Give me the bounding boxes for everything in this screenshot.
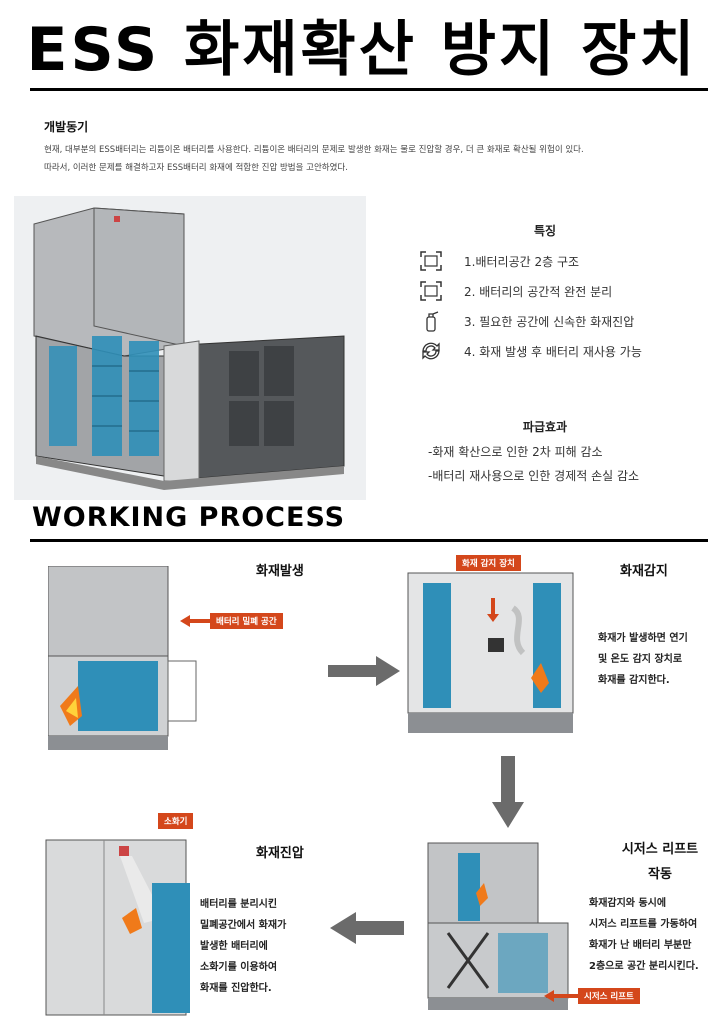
motivation-text: 현재, 대부분의 ESS배터리는 리튬이온 배터리를 사용한다. 리튬이온 배터… bbox=[44, 143, 714, 176]
feature-item-3: 3. 필요한 공간에 신속한 화재진압 bbox=[418, 306, 718, 336]
motivation-line-1: 현재, 대부분의 ESS배터리는 리튬이온 배터리를 사용한다. 리튬이온 배터… bbox=[44, 145, 584, 155]
stage4-title: 화재진압 bbox=[256, 846, 304, 861]
feature-label: 2. 배터리의 공간적 완전 분리 bbox=[464, 284, 613, 299]
stage1-image bbox=[47, 565, 198, 766]
feature-item-4: 4. 화재 발생 후 배터리 재사용 가능 bbox=[418, 336, 718, 366]
stage2-title: 화재감지 bbox=[620, 564, 668, 579]
recycle-icon bbox=[418, 340, 444, 362]
stage4-image bbox=[44, 838, 194, 1018]
stage2-image bbox=[403, 568, 578, 748]
frame-icon bbox=[418, 280, 444, 302]
effect-item-1: -화재 확산으로 인한 2차 피해 감소 bbox=[428, 445, 603, 459]
stage4-desc-line: 발생한 배터리에 bbox=[200, 941, 268, 952]
feature-item-1: 1.배터리공간 2층 구조 bbox=[418, 246, 718, 276]
stage1-title: 화재발생 bbox=[256, 564, 304, 579]
feature-label: 4. 화재 발생 후 배터리 재사용 가능 bbox=[464, 344, 642, 359]
stage1-tag: 배터리 밀폐 공간 bbox=[210, 613, 283, 629]
stage4-desc-line: 소화기를 이용하여 bbox=[200, 962, 278, 973]
ess-render-image bbox=[14, 196, 366, 500]
process-heading: WORKING PROCESS bbox=[32, 502, 346, 533]
stage3-desc-line: 화재감지와 동시에 bbox=[589, 898, 667, 909]
stage4-desc-line: 화재를 진압한다. bbox=[200, 983, 272, 994]
process-divider bbox=[30, 539, 708, 542]
feature-item-2: 2. 배터리의 공간적 완전 분리 bbox=[418, 276, 718, 306]
stage3-desc-line: 시저스 리프트를 가동하여 bbox=[589, 919, 698, 930]
arrow-left-icon bbox=[330, 912, 404, 948]
features-list: 1.배터리공간 2층 구조 2. 배터리의 공간적 완전 분리 3. 필요한 공… bbox=[418, 246, 718, 366]
stage3-title-line2: 작동 bbox=[648, 867, 672, 882]
stage3-title-line1: 시저스 리프트 bbox=[621, 842, 699, 857]
stage3-callout: 시저스 리프트 bbox=[544, 988, 640, 1004]
effects-list: -화재 확산으로 인한 2차 피해 감소 -배터리 재사용으로 인한 경제적 손… bbox=[428, 440, 639, 488]
stage4-desc-line: 밀폐공간에서 화재가 bbox=[200, 920, 287, 931]
frame-icon bbox=[418, 250, 444, 272]
motivation-line-2: 따라서, 이러한 문제를 해결하고자 ESS배터리 화재에 적합한 진압 방법을… bbox=[44, 163, 348, 173]
stage3-desc: 화재감지와 동시에 시저스 리프트를 가동하여 화재가 난 배터리 부분만 2층… bbox=[589, 893, 699, 977]
stage4-desc: 배터리를 분리시킨 밀폐공간에서 화재가 발생한 배터리에 소화기를 이용하여 … bbox=[200, 894, 286, 999]
stage3-desc-line: 화재가 난 배터리 부분만 bbox=[589, 940, 692, 951]
arrow-left-icon bbox=[180, 615, 210, 627]
features-heading: 특징 bbox=[533, 224, 557, 238]
motivation-heading: 개발동기 bbox=[44, 120, 89, 134]
extinguisher-icon bbox=[418, 310, 444, 332]
stage2-desc-line: 화재가 발생하면 연기 bbox=[598, 633, 688, 644]
feature-label: 1.배터리공간 2층 구조 bbox=[464, 254, 580, 269]
stage2-desc-line: 화재를 감지한다. bbox=[598, 675, 670, 686]
stage2-desc: 화재가 발생하면 연기 및 온도 감지 장치로 화재를 감지한다. bbox=[598, 628, 688, 691]
stage2-desc-line: 및 온도 감지 장치로 bbox=[598, 654, 683, 665]
stage2-tag: 화재 감지 장치 bbox=[456, 555, 521, 571]
feature-label: 3. 필요한 공간에 신속한 화재진압 bbox=[464, 314, 635, 329]
stage3-title: 시저스 리프트 작동 bbox=[620, 838, 700, 882]
page-title: ESS 화재확산 방지 장치 bbox=[26, 15, 698, 85]
arrow-right-icon bbox=[328, 656, 400, 690]
stage4-desc-line: 배터리를 분리시킨 bbox=[200, 899, 278, 910]
stage3-tag: 시저스 리프트 bbox=[578, 988, 640, 1004]
stage3-desc-line: 2층으로 공간 분리시킨다. bbox=[589, 961, 699, 972]
effects-heading: 파급효과 bbox=[522, 420, 568, 434]
title-divider bbox=[30, 88, 708, 91]
stage4-tag: 소화기 bbox=[158, 813, 194, 829]
arrow-down-icon bbox=[492, 756, 524, 832]
stage3-image bbox=[418, 838, 578, 1018]
stage1-callout: 배터리 밀폐 공간 bbox=[180, 613, 283, 629]
arrow-left-icon bbox=[544, 990, 578, 1002]
effect-item-2: -배터리 재사용으로 인한 경제적 손실 감소 bbox=[428, 469, 640, 483]
